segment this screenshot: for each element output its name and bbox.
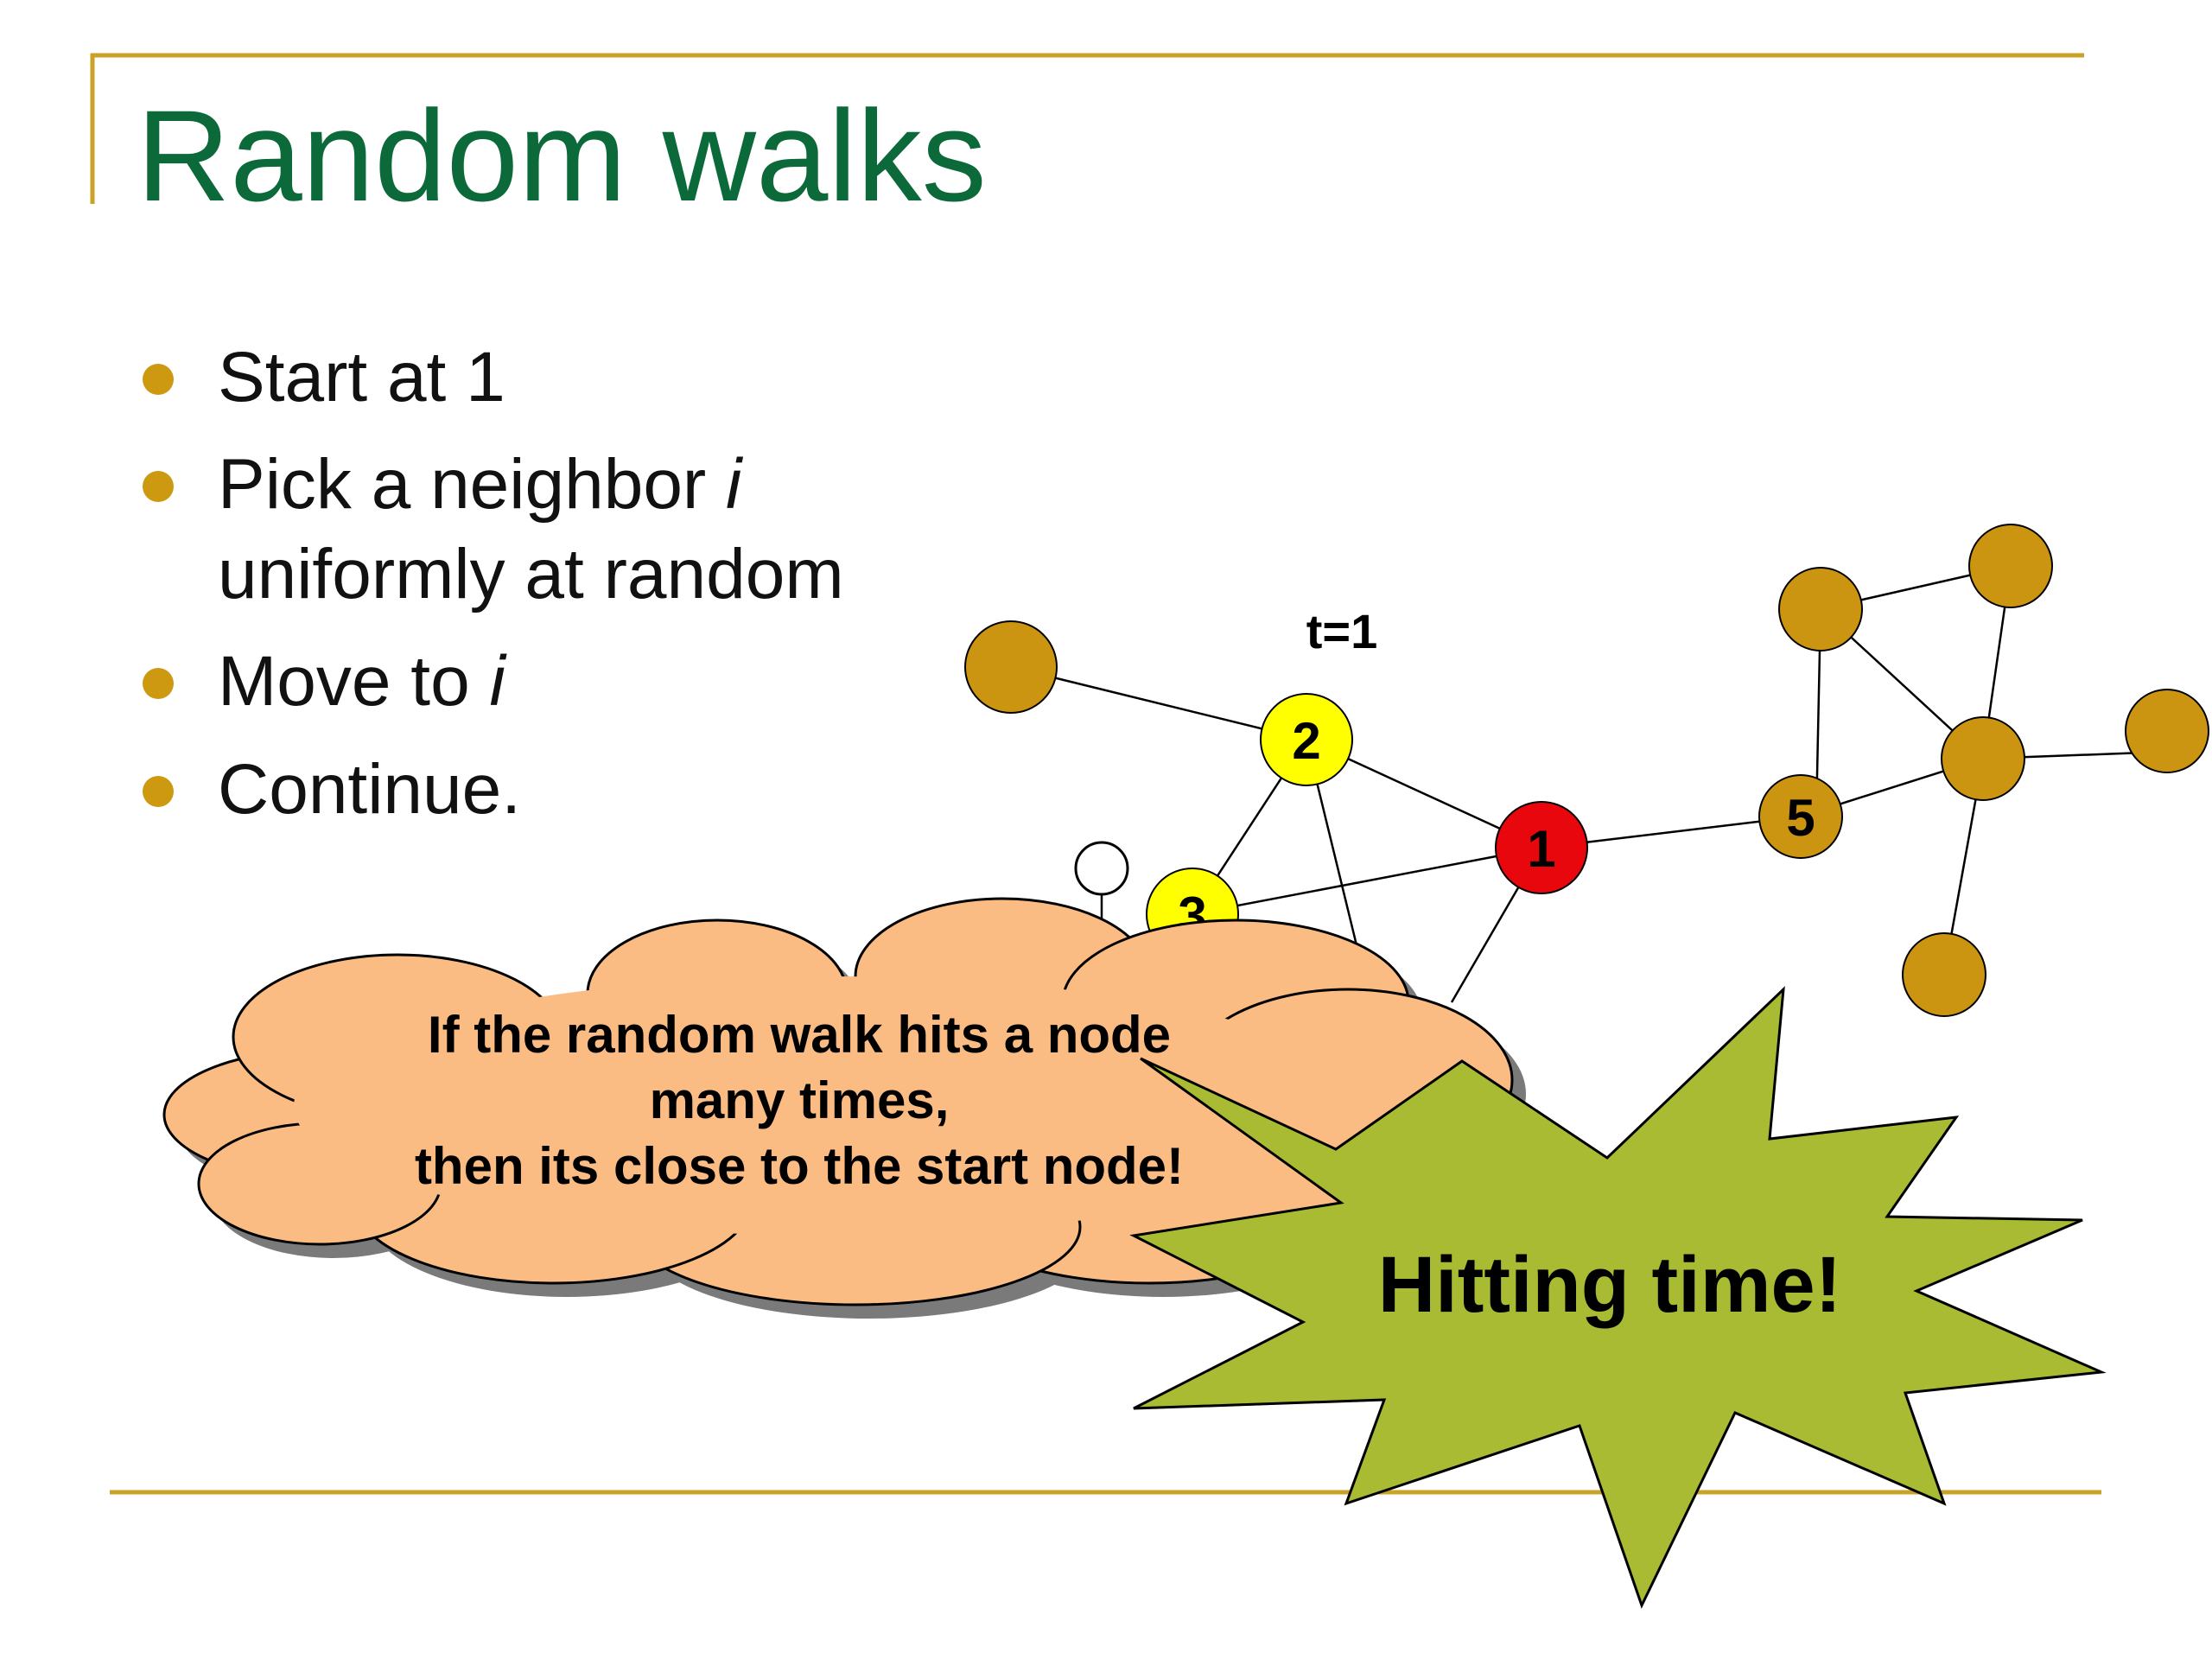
callout-line-2: many times, [650,1071,950,1129]
graph-node [1902,932,1986,1017]
bullet-dot [143,471,174,503]
bullet-text-continued: uniformly at random [218,535,844,614]
graph-node-1-current [1495,801,1588,894]
bullet-item: Move to i [138,637,844,727]
bullet-italic-var: i [726,445,742,524]
graph-node-2 [1260,693,1353,786]
bullet-item: Continue. [138,745,844,835]
bullet-text: Start at 1 [218,338,505,416]
graph-node [1778,567,1863,652]
bullet-item: Start at 1 [138,333,844,423]
bullet-dot [143,775,174,807]
graph-node [964,620,1058,714]
bullet-italic-var: i [489,642,505,721]
bullet-dot [143,364,174,395]
graph-node-1-label: 1 [1527,820,1555,878]
graph-node [2125,689,2209,773]
graph-node-2-label: 2 [1292,712,1320,770]
callout-cloud: If the random walk hits a node many time… [162,897,1526,1319]
graph: 2 3 1 5 t=1 [964,524,2209,1017]
hitting-time-burst: Hitting time! [1129,986,2107,1609]
bullet-item: Pick a neighbor i uniformly at random [138,440,844,620]
graph-node-5-label: 5 [1786,789,1815,847]
page-title: Random walks [137,83,987,228]
graph-node-5 [1758,774,1843,859]
bullet-text: Pick a neighbor [218,445,727,524]
bullet-text: Move to [218,642,490,721]
graph-node [1941,716,2025,801]
burst-text: Hitting time! [1378,1241,1842,1329]
edge [1192,846,1542,916]
bullet-list: Start at 1 Pick a neighbor i uniformly a… [138,333,844,852]
callout-line-3: then its close to the start node! [415,1137,1184,1195]
graph-node [1968,524,2053,608]
graph-node-empty [1074,841,1129,896]
bullet-dot [143,668,174,700]
bullet-text: Continue. [218,749,522,829]
callout-line-1: If the random walk hits a node [428,1006,1171,1064]
edge [1010,665,1307,741]
step-label: t=1 [1306,604,1378,658]
